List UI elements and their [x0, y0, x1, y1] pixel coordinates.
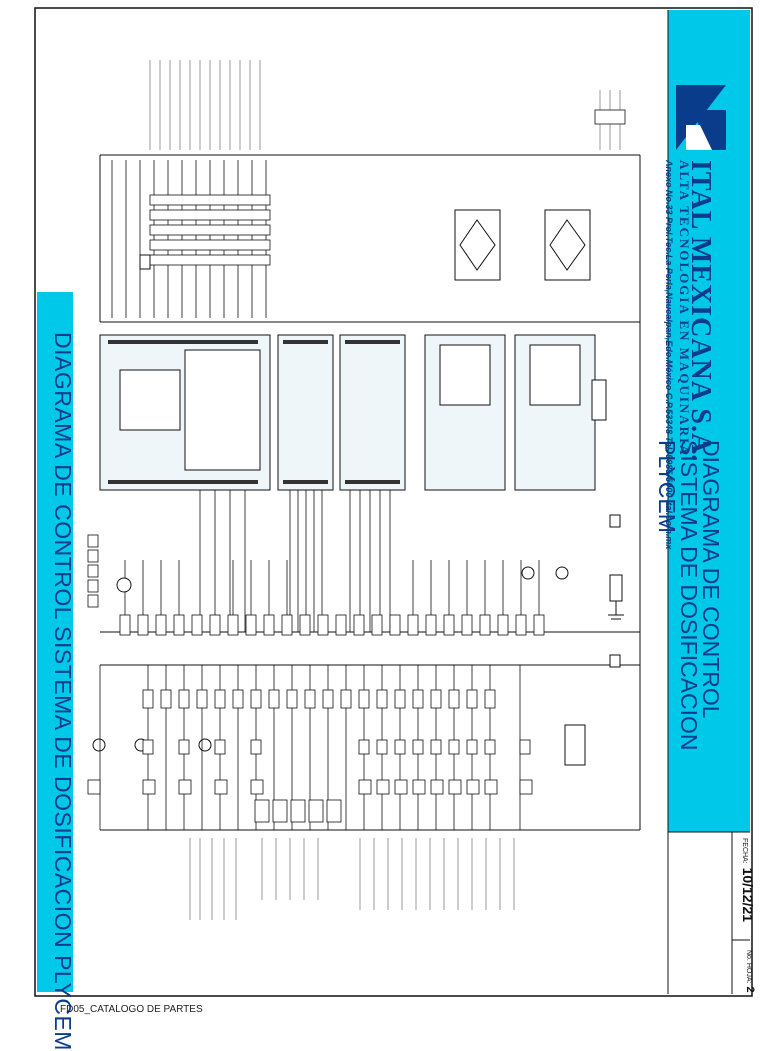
company-logo [676, 85, 726, 150]
plc-rack [99, 334, 596, 491]
date-value: 10/12/21 [740, 867, 756, 923]
date-cell: FECHA: 10/12/21 [740, 838, 756, 922]
system-title-line1: DIAGRAMA DE CONTROL [698, 440, 724, 719]
left-title-banner [37, 292, 73, 992]
diagram-main-title: DIAGRAMA DE CONTROL SISTEMA DE DOSIFICAC… [50, 332, 76, 1051]
sheet-number-value: 2 [744, 986, 756, 993]
system-title: DIAGRAMA DE CONTROL SISTEMA DE DOSIFICAC… [654, 440, 724, 751]
schematic-sheet [34, 7, 753, 997]
sheet-number-label: No. HOJA: [745, 950, 752, 984]
system-title-line2: SISTEMA DE DOSIFICACION [676, 440, 702, 751]
company-tagline: ALTA TECNOLOGIA EN MAQUINARIA [677, 160, 692, 457]
date-label: FECHA: [741, 838, 748, 864]
system-title-line3: PLYCEM [654, 440, 680, 533]
footer-caption: FD05_CATALOGO DE PARTES [60, 1004, 203, 1015]
sheet-number-cell: No. HOJA: 2 [744, 950, 756, 993]
